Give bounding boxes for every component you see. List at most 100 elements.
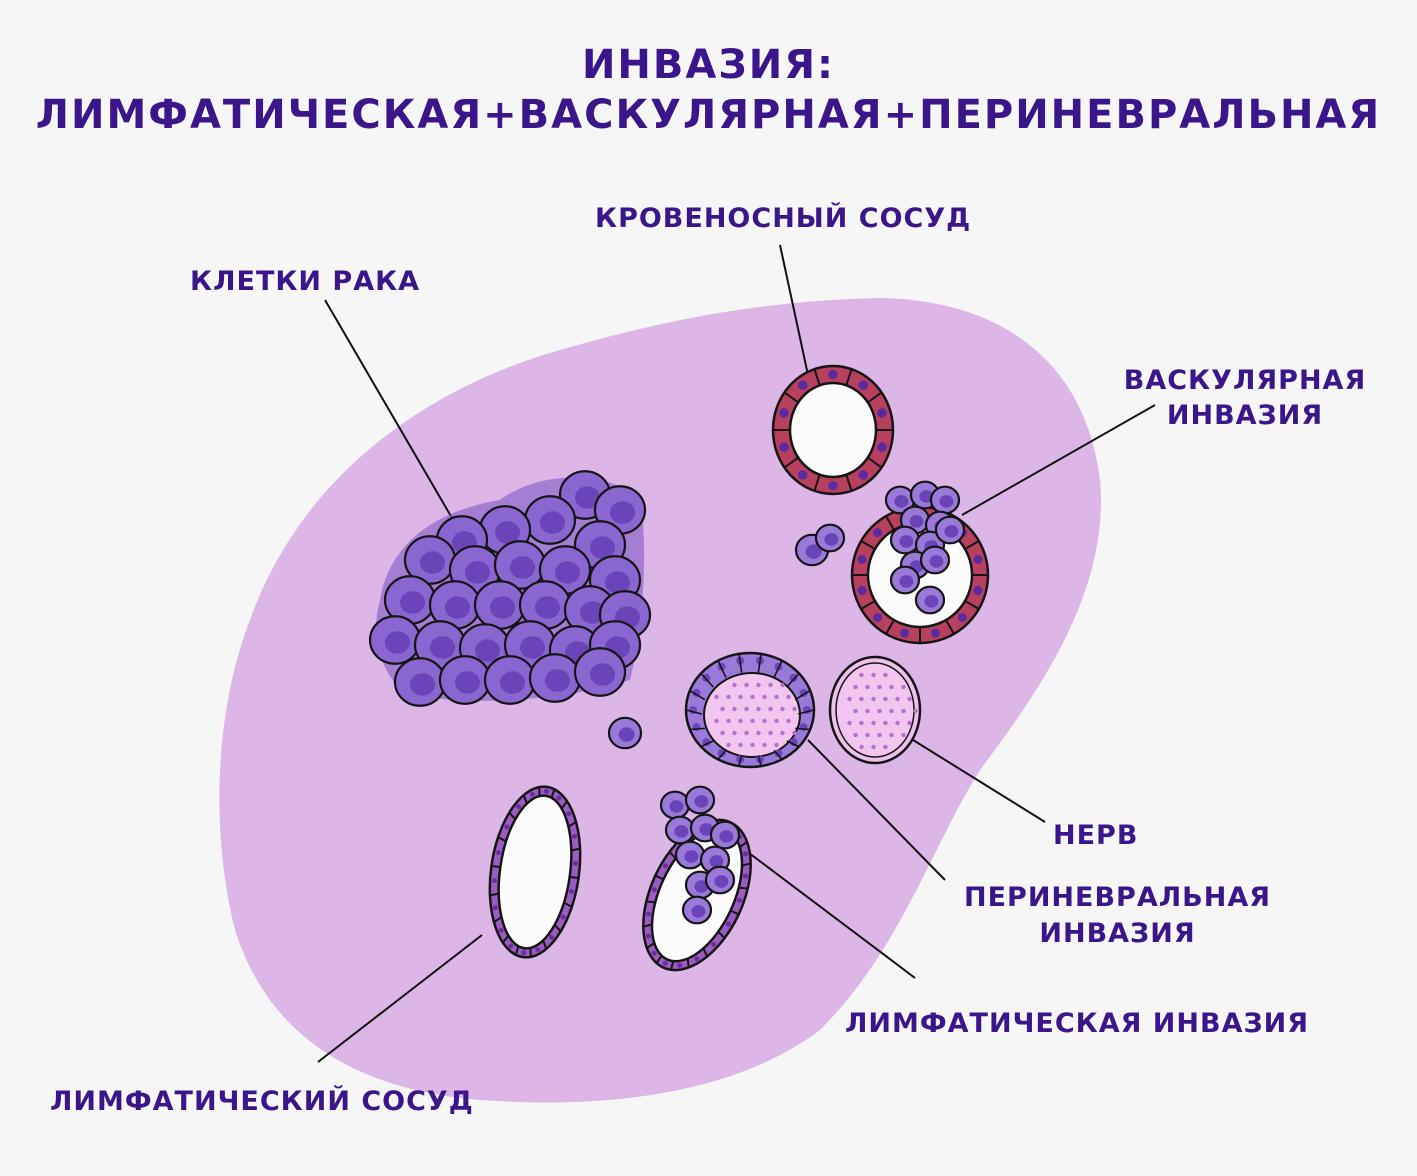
wall-cell-nucleus — [566, 811, 572, 817]
leader-blood-vessel — [779, 244, 809, 376]
nerve-fiber-dot — [871, 696, 876, 702]
cell-border — [945, 619, 955, 635]
nerve-fiber-dot — [901, 732, 906, 738]
cell-nucleus — [475, 639, 500, 662]
cell-border — [786, 672, 800, 688]
wall-cell-nucleus — [957, 612, 967, 622]
wall-cell-nucleus — [498, 927, 504, 933]
nerve-fiber-dot — [756, 730, 761, 736]
wall-cell-nucleus — [743, 851, 749, 857]
wall-cell-nucleus — [725, 921, 732, 927]
cell-border — [493, 916, 503, 923]
cell-nucleus — [495, 521, 520, 544]
cell-nucleus — [610, 501, 635, 524]
nerve-fiber-dot — [750, 694, 755, 700]
cell-nucleus — [694, 880, 709, 893]
leader-lymphatic-invasion — [744, 849, 916, 979]
nerve-fiber-dot — [750, 742, 755, 748]
cell-border — [860, 540, 876, 550]
wall-cell-nucleus — [779, 442, 789, 452]
cell-nucleus — [939, 495, 954, 508]
cell-border — [867, 456, 883, 469]
wall-cell-nucleus — [797, 380, 808, 390]
wall-cell-nucleus — [779, 408, 789, 418]
cell-nucleus — [455, 671, 480, 694]
nerve-fiber-dot — [762, 694, 767, 700]
wall-cell-nucleus — [529, 791, 535, 797]
nerve-fiber-dot — [738, 742, 743, 748]
nerve-fiber-dot — [792, 730, 797, 736]
cell-border — [885, 619, 895, 635]
cell-nucleus — [490, 596, 515, 619]
cell-nucleus — [719, 830, 734, 843]
cell-border — [563, 901, 573, 908]
cell-nucleus — [385, 631, 410, 654]
wall-cell-nucleus — [495, 850, 501, 856]
nerve-fiber-dot — [883, 744, 888, 750]
cell-nucleus — [805, 544, 822, 559]
nerve — [828, 655, 922, 765]
cell-nucleus — [894, 495, 909, 508]
cell-nucleus — [824, 533, 839, 546]
wall-cell-nucleus — [737, 897, 743, 903]
nerve-fiber-dot — [859, 696, 864, 702]
detached-cancer-cells — [607, 523, 846, 750]
cell-nucleus — [545, 669, 570, 692]
cell-border — [739, 841, 748, 848]
cell-nucleus — [535, 596, 560, 619]
cell-border — [786, 740, 800, 748]
wall-cell-nucleus — [662, 960, 668, 966]
nerve-fiber-dot — [768, 730, 773, 736]
nerve-fiber-dot — [792, 706, 797, 712]
cell-nucleus — [500, 671, 525, 694]
cell-border — [553, 924, 562, 933]
nerve-fiber-dot — [774, 718, 779, 724]
nerve-fiber-dot — [853, 732, 858, 738]
cell-border — [700, 740, 714, 748]
nerve-fiber-dot — [738, 718, 743, 724]
nerve-fiber-dot — [744, 730, 749, 736]
nerve-fiber-dot — [726, 694, 731, 700]
cell-border — [738, 886, 748, 890]
cell-nucleus — [774, 749, 783, 758]
nerve-fiber-dot — [786, 694, 791, 700]
cell-border — [738, 653, 743, 673]
nerve-fiber-dot — [901, 708, 906, 714]
nerve-fiber-dot — [859, 720, 864, 726]
blood-vessel-lumen — [788, 381, 878, 479]
cell-nucleus — [709, 855, 724, 868]
cell-border — [502, 934, 510, 944]
cell-border — [542, 940, 548, 950]
nerve-fiber-dot — [768, 682, 773, 688]
cell-border — [783, 391, 799, 404]
cell-border — [730, 909, 740, 916]
nerve-fiber-dot — [780, 682, 785, 688]
cell-border — [669, 960, 675, 971]
nerve-fiber-dot — [780, 706, 785, 712]
label-vascular-invasion-2: ИНВАЗИЯ — [1166, 400, 1324, 431]
cell-nucleus — [684, 850, 699, 863]
cell-border — [569, 875, 579, 880]
cell-nucleus — [694, 795, 709, 808]
wall-cell-nucleus — [543, 788, 549, 794]
cell-border — [717, 749, 727, 760]
label-lymphatic-vessel: ЛИМФАТИЧЕСКИЙ СОСУД — [50, 1086, 474, 1117]
cell-nucleus — [510, 556, 535, 579]
label-vascular-invasion-1: ВАСКУЛЯРНАЯ — [1123, 365, 1367, 396]
cell-border — [643, 923, 653, 928]
perineural-nerve-core — [703, 672, 801, 758]
cell-border — [514, 945, 520, 956]
cell-border — [497, 836, 507, 843]
cell-nucleus — [944, 525, 959, 538]
cell-border — [646, 900, 656, 904]
wall-cell-nucleus — [858, 470, 869, 480]
lymphatic-vessel-ring — [488, 785, 582, 959]
nerve-fiber-dot — [865, 708, 870, 714]
wall-cell-nucleus — [491, 878, 498, 884]
cell-nucleus — [717, 749, 726, 758]
nerve-fiber-dot — [871, 672, 876, 678]
cell-border — [885, 515, 895, 531]
wall-cell-nucleus — [973, 586, 983, 596]
cell-border — [567, 821, 577, 828]
nerve-fiber-dot — [883, 672, 888, 678]
